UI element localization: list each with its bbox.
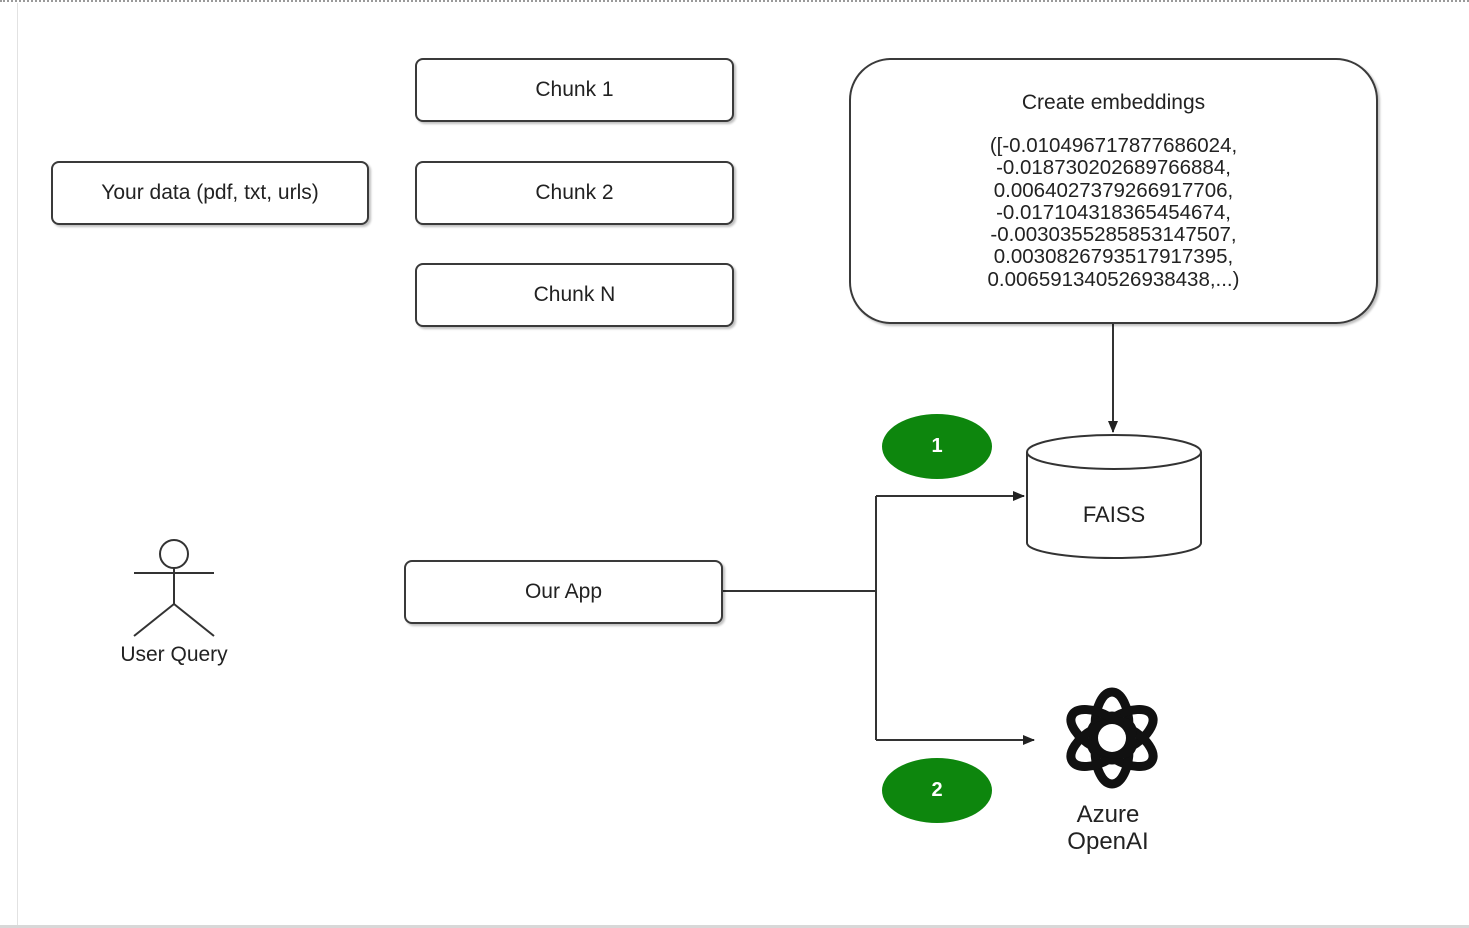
step-badge-1: 1: [882, 414, 992, 479]
embedding-value: ([-0.010496717877686024,: [989, 134, 1238, 157]
embedding-value: -0.0030355285853147507,: [990, 223, 1237, 247]
chunk-box-1: Chunk 1: [415, 58, 734, 122]
embedding-value: 0.0030826793517917395,: [993, 245, 1234, 269]
chunk-box-n: Chunk N: [415, 263, 734, 327]
canvas-top-border: [0, 0, 1469, 2]
user-actor-icon: [133, 539, 215, 637]
user-query-label: User Query: [120, 643, 228, 666]
openai-logo-icon: [1066, 687, 1158, 789]
chunk-label: Chunk N: [533, 283, 616, 306]
chunk-box-2: Chunk 2: [415, 161, 734, 225]
canvas-bottom-border: [0, 925, 1469, 928]
our-app-label: Our App: [524, 580, 603, 603]
openai-logo-center: [1098, 724, 1126, 752]
chunk-label: Chunk 1: [535, 78, 614, 101]
chunk-label: Chunk 2: [535, 181, 614, 204]
faiss-database-icon: [1026, 434, 1202, 559]
data-source-label: Your data (pdf, txt, urls): [101, 181, 319, 204]
embedding-value: -0.018730202689766884,: [996, 156, 1231, 180]
embedding-value: -0.017104318365454674,: [996, 200, 1231, 224]
data-source-box: Your data (pdf, txt, urls): [51, 161, 369, 225]
embedding-value: 0.006591340526938438,...): [987, 267, 1240, 291]
faiss-label: FAISS: [1082, 502, 1146, 527]
step-badge-2: 2: [882, 758, 992, 823]
step-number: 2: [931, 779, 943, 801]
canvas-left-border: [17, 3, 18, 925]
embedding-value: 0.006402737926691​7706,: [993, 178, 1234, 202]
embeddings-title: Create embeddings: [1021, 91, 1206, 114]
embeddings-values: ([-0.010496717877686024, -0.018730202689…: [851, 134, 1376, 291]
our-app-box: Our App: [404, 560, 723, 624]
azure-openai-label: Azure OpenAI: [1018, 801, 1198, 855]
azure-openai-label-line1: Azure: [1076, 801, 1140, 828]
step-number: 1: [931, 435, 943, 457]
azure-openai-label-line2: OpenAI: [1067, 828, 1149, 855]
embeddings-box: Create embeddings ([-0.01049671787768602…: [849, 58, 1378, 324]
